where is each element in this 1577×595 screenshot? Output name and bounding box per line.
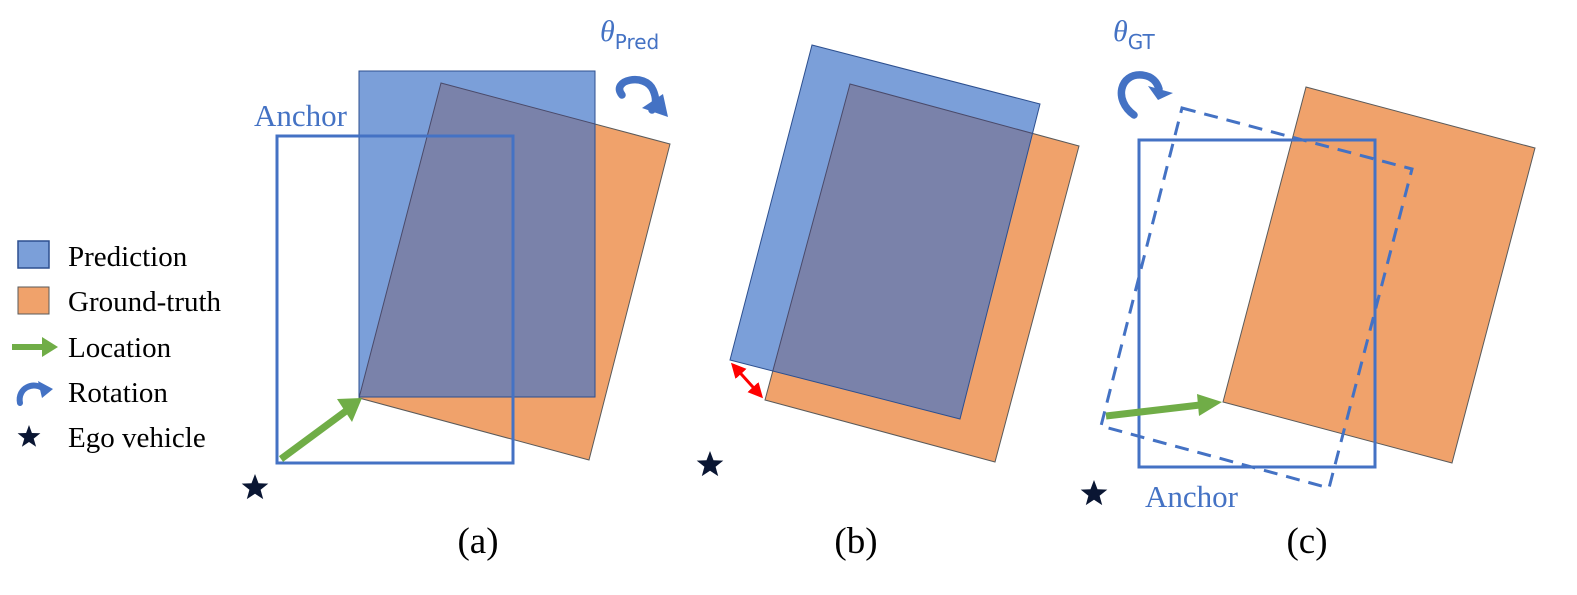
distance-arrow [730, 362, 764, 399]
rotation-arrow-icon [16, 381, 53, 406]
rotation-arrow-icon [1117, 71, 1173, 119]
legend-groundtruth-label: Ground-truth [68, 286, 222, 318]
location-arrow [1105, 401, 1201, 420]
ego-star-icon [1080, 480, 1108, 506]
ego-star-icon [241, 474, 269, 500]
legend-groundtruth-swatch [17, 286, 50, 315]
groundtruth-outline [764, 83, 1040, 419]
legend: Prediction Ground-truth Location Rotatio… [12, 240, 222, 454]
panel-caption: (c) [1286, 521, 1327, 562]
anchor-box [1137, 138, 1377, 469]
rotation-arrow-icon [615, 75, 668, 117]
anchor-label: Anchor [254, 98, 348, 133]
anchor-label: Anchor [1145, 479, 1239, 514]
angle-label: θPred [600, 15, 659, 54]
ego-star-icon [696, 451, 724, 477]
panel-caption: (b) [834, 521, 877, 562]
prediction-outline [358, 70, 596, 398]
location-arrow-icon [12, 337, 58, 357]
groundtruth-outline [359, 82, 595, 397]
ego-star-icon [17, 425, 41, 447]
panel-caption: (a) [457, 521, 498, 562]
location-arrow [278, 408, 349, 462]
location-arrowhead [1197, 394, 1222, 416]
prediction-outline [729, 44, 1041, 420]
location-arrowhead [337, 398, 362, 422]
overlap-region [359, 83, 595, 397]
legend-ego-label: Ego vehicle [68, 422, 206, 454]
panel-a: Anchor θPred (a) [241, 15, 671, 562]
panel-b: (b) [696, 44, 1080, 562]
groundtruth-box [1222, 86, 1536, 464]
legend-rotation-label: Rotation [68, 377, 168, 409]
anchor-box [275, 134, 515, 465]
legend-location-label: Location [68, 332, 172, 364]
panel-c: Anchor θGT (c) [1080, 15, 1536, 562]
angle-label: θGT [1113, 15, 1156, 54]
legend-prediction-swatch [17, 240, 50, 269]
legend-prediction-label: Prediction [68, 241, 188, 273]
